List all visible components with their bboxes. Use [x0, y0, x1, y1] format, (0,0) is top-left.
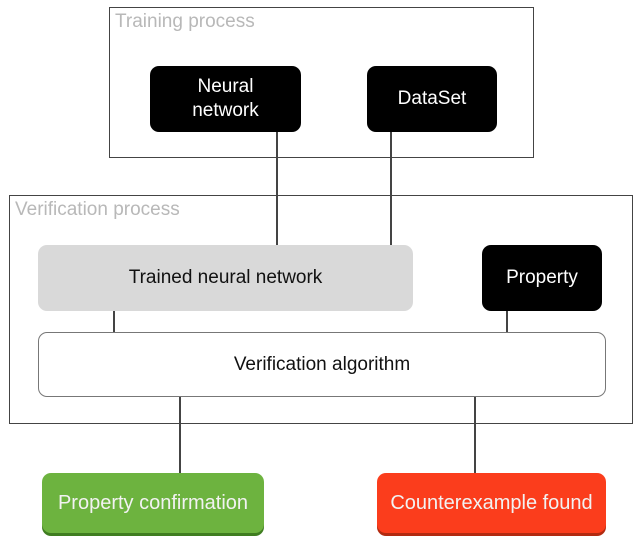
property-node: Property: [482, 245, 602, 311]
counterexample-found-node: Counterexample found: [377, 473, 606, 533]
trained-neural-network-node: Trained neural network: [38, 245, 413, 311]
training-process-frame: Training process: [109, 7, 534, 158]
connector-algorithm-counterexample: [474, 396, 476, 473]
connector-algorithm-confirmation: [179, 396, 181, 473]
neural-network-node: Neural network: [150, 66, 301, 132]
verification-algorithm-node: Verification algorithm: [38, 332, 606, 397]
connector-nn-trained: [276, 131, 278, 245]
connector-dataset-trained: [390, 131, 392, 245]
dataset-node: DataSet: [367, 66, 497, 132]
property-confirmation-node: Property confirmation: [42, 473, 264, 533]
connector-trained-algorithm: [113, 310, 115, 332]
training-process-label: Training process: [115, 11, 255, 32]
verification-process-label: Verification process: [15, 199, 180, 220]
connector-property-algorithm: [506, 310, 508, 332]
